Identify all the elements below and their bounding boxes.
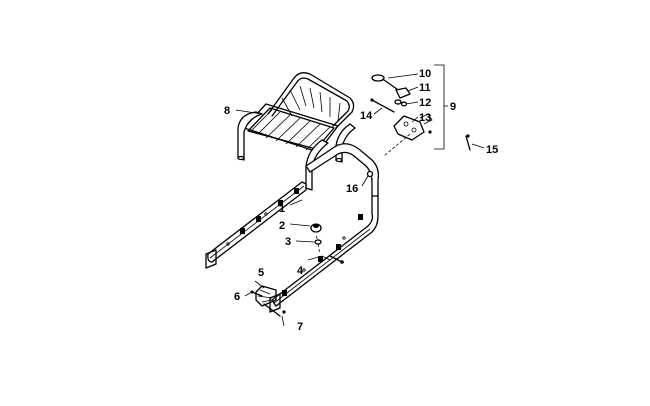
rack-frame: [205, 143, 380, 313]
nut-part-7: [263, 303, 286, 317]
callout-1: 1: [279, 203, 285, 215]
callout-15: 15: [486, 144, 498, 156]
callout-3: 3: [285, 236, 291, 248]
callout-4: 4: [297, 265, 304, 277]
washer-part-12: [394, 99, 408, 107]
bolt-part-14: [370, 98, 395, 113]
rack-basket: [237, 72, 356, 191]
callout-5: 5: [258, 267, 264, 279]
callout-14: 14: [360, 110, 373, 122]
callouts: 1 2 3 4 5 6 7 8 9 10 11 12 13 14 15 16: [224, 68, 498, 333]
callout-10: 10: [419, 68, 431, 80]
bolt-part-4: [329, 255, 344, 264]
leader-lines: [235, 64, 485, 327]
bracket-part-5: [255, 285, 277, 307]
callout-7: 7: [297, 321, 303, 333]
callout-12: 12: [419, 97, 431, 109]
callout-9: 9: [450, 101, 456, 113]
bolt-part-15: [465, 134, 471, 151]
washer-part-3: [314, 239, 322, 245]
callout-6: 6: [234, 291, 240, 303]
plug-part-16: [366, 170, 374, 178]
callout-8: 8: [224, 105, 230, 117]
hitch-bracket-part-13: [393, 113, 433, 141]
clip-part-11: [395, 87, 411, 99]
callout-13: 13: [419, 112, 431, 124]
grommet-part-2: [310, 223, 322, 233]
callout-11: 11: [419, 82, 431, 94]
callout-16: 16: [346, 183, 358, 195]
callout-2: 2: [279, 220, 285, 232]
